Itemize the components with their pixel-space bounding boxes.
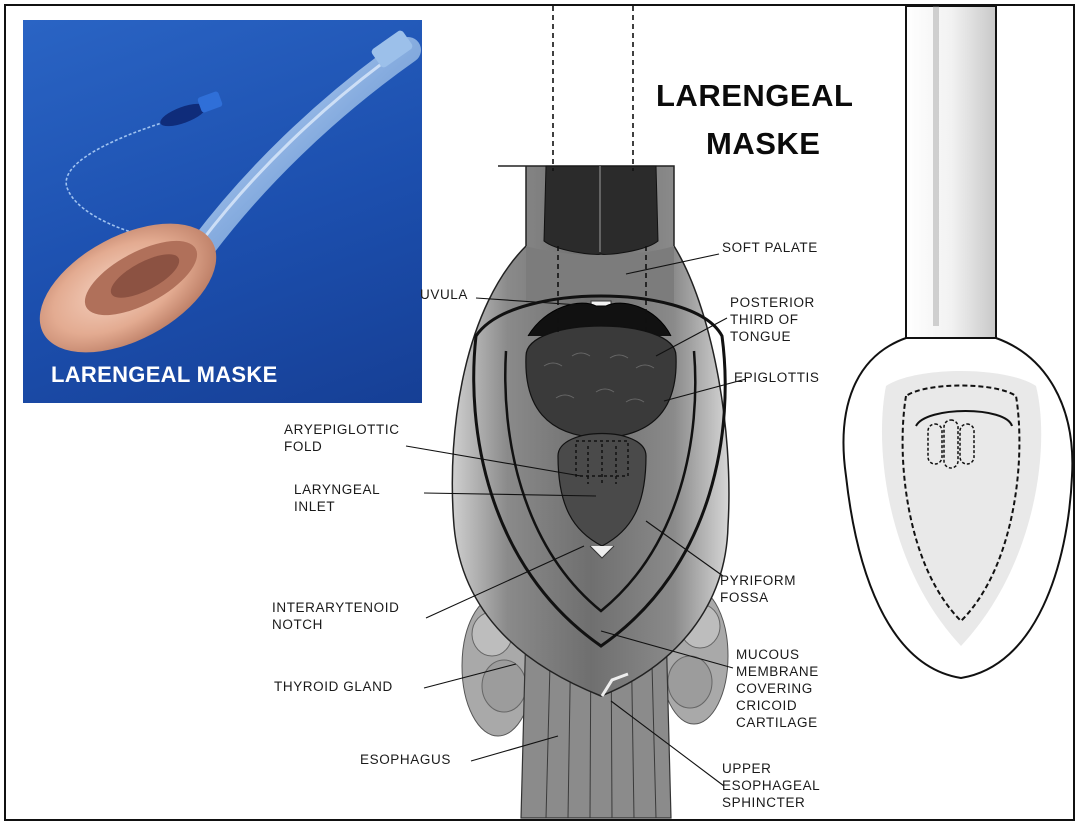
label-pyriform-fossa: PYRIFORM FOSSA <box>720 572 796 606</box>
label-soft-palate: SOFT PALATE <box>722 239 818 256</box>
label-esophagus: ESOPHAGUS <box>360 751 451 768</box>
label-epiglottis: EPIGLOTTIS <box>734 369 820 386</box>
figure-frame: LARENGEAL MASKE <box>4 4 1075 821</box>
label-aryepiglottic-fold: ARYEPIGLOTTIC FOLD <box>284 421 400 455</box>
diagram-title-line2: MASKE <box>706 126 820 162</box>
mask-schematic-stem <box>906 6 996 338</box>
anatomy-diagram <box>6 6 1075 821</box>
diagram-title-line1: LARENGEAL <box>656 78 853 114</box>
label-thyroid-gland: THYROID GLAND <box>274 678 393 695</box>
label-interarytenoid-notch: INTERARYTENOID NOTCH <box>272 599 399 633</box>
label-laryngeal-inlet: LARYNGEAL INLET <box>294 481 380 515</box>
label-uvula: UVULA <box>420 286 468 303</box>
tube-guide-lines <box>553 6 633 171</box>
posterior-tongue <box>526 326 676 438</box>
label-mucous-membrane: MUCOUS MEMBRANE COVERING CRICOID CARTILA… <box>736 646 819 731</box>
label-upper-esophageal-sphincter: UPPER ESOPHAGEAL SPHINCTER <box>722 760 820 811</box>
upper-lobes <box>544 166 658 254</box>
label-posterior-tongue: POSTERIOR THIRD OF TONGUE <box>730 294 815 345</box>
mask-schematic <box>844 6 1073 678</box>
